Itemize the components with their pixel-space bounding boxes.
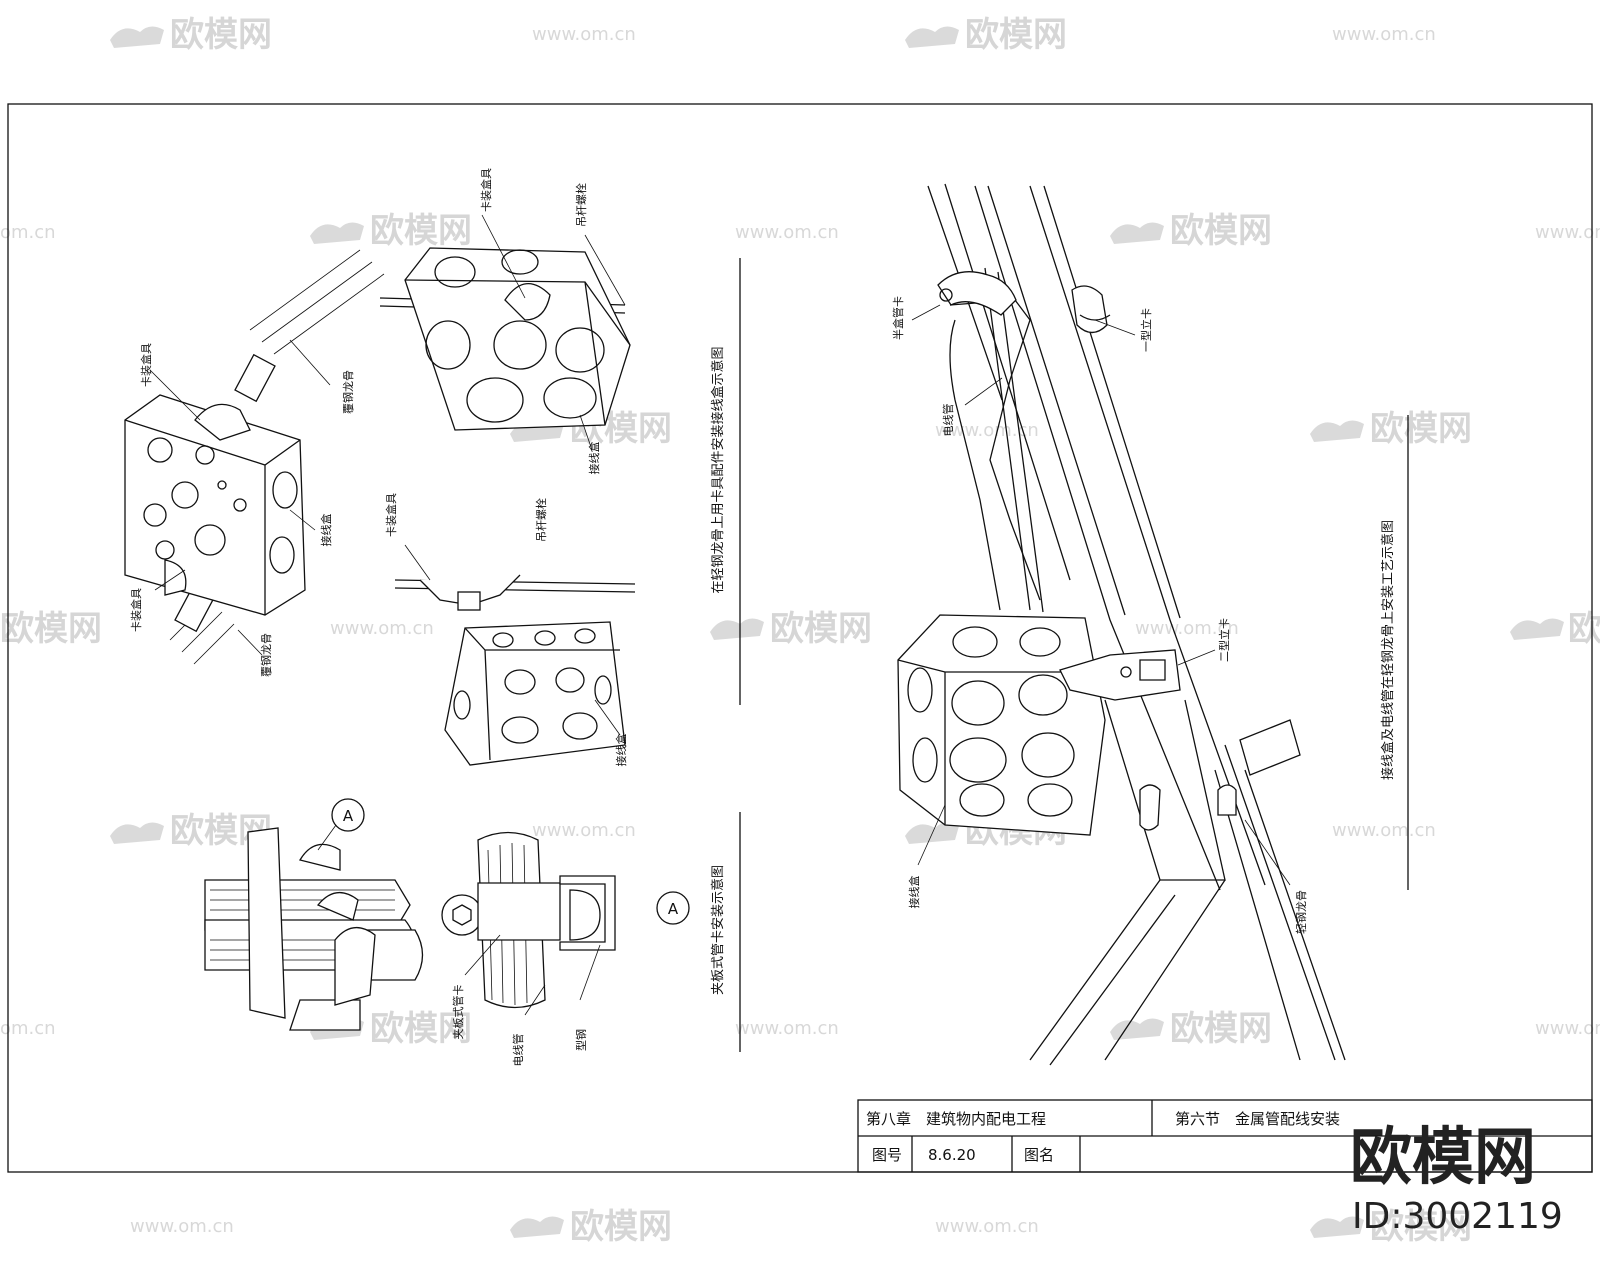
watermark-url: www.om.cn [1535, 222, 1600, 243]
label-rod: 吊杆螺栓 [574, 183, 588, 227]
watermark-tile: 欧模网 [110, 15, 272, 55]
watermark-brand: 欧模网 [570, 1207, 672, 1247]
watermark-url: www.om.cn [1535, 1018, 1600, 1039]
watermark-url: www.om.cn [735, 222, 839, 243]
watermark-tile: 欧模网 [905, 15, 1067, 55]
caption-clip: 夹板式管卡安装示意图 [710, 865, 726, 995]
callout-a-2: A [668, 900, 679, 918]
watermark-url: www.om.cn [130, 1216, 234, 1237]
callout-a: A [343, 807, 354, 825]
title-block: 第八章 建筑物内配电工程 第六节 金属管配线安装 图号 8.6.20 图名 [857, 1099, 1593, 1173]
watermark-tile: 欧模网 [510, 1207, 672, 1247]
label-light-keel: 轻钢龙骨 [1294, 890, 1308, 934]
watermark-url: www.om.cn [1135, 618, 1239, 639]
figure-box-with-rod [379, 234, 631, 431]
figure-clip-conduits [204, 798, 424, 1031]
watermark-tile: 欧模网 [310, 211, 472, 251]
label-clip: 夹板式管卡 [451, 985, 465, 1040]
caption-box-on-keel: 在轻钢龙骨上用卡具配件安装接线盒示意图 [710, 346, 726, 593]
title-section: 第六节 金属管配线安装 [1175, 1110, 1340, 1128]
watermark-layer: 欧模网 www.om.cn 欧模网 www.om.cn om.cn 欧模网 ww… [0, 15, 1600, 1247]
brand-id: ID:3002119 [1352, 1196, 1563, 1237]
watermark-url: www.om.cn [735, 1018, 839, 1039]
watermark-brand: 欧模网 [370, 1009, 472, 1049]
label-channel: 型钢 [574, 1029, 588, 1051]
label-junction-box-4: 接线盒 [907, 876, 921, 909]
label-rod-2: 吊杆螺栓 [534, 498, 548, 542]
label-conduit-2: 电线管 [941, 404, 955, 437]
brand-watermark: 欧模网 [1350, 1120, 1536, 1193]
drawing-name-label: 图名 [1024, 1146, 1054, 1164]
watermark-url: om.cn [0, 1018, 56, 1039]
label-clamp-fixture-2: 卡装盒具 [129, 588, 143, 632]
label-half-clip: 半盒管卡 [891, 296, 905, 340]
watermark-tile: 欧模网 [1310, 409, 1472, 449]
label-type1-clip: 一型立卡 [1139, 308, 1153, 352]
watermark-brand: 欧模网 [965, 15, 1067, 55]
figure-clip-detail-a [441, 831, 690, 1009]
label-junction-box-2: 接线盒 [587, 442, 601, 475]
label-keel-2: 覆钢龙骨 [260, 633, 273, 677]
watermark-tile: 欧模网 [710, 609, 872, 649]
label-clamp-fixture-3: 卡装盒具 [479, 168, 493, 212]
watermark-brand: 欧模网 [1568, 609, 1600, 649]
drawing-no: 8.6.20 [928, 1146, 976, 1164]
watermark-tile: 欧模网 [1110, 1009, 1272, 1049]
figure-box-hanging [394, 574, 636, 766]
label-clamp-fixture-4: 卡装盒具 [384, 493, 398, 537]
label-conduit: 电线管 [511, 1034, 525, 1067]
watermark-url: www.om.cn [532, 820, 636, 841]
watermark-brand: 欧模网 [1170, 1009, 1272, 1049]
watermark-url: www.om.cn [532, 24, 636, 45]
figure-keel-assembly [897, 183, 1346, 1066]
callout-a-circle [331, 798, 365, 832]
label-junction-box: 接线盒 [319, 514, 333, 547]
watermark-url: om.cn [0, 222, 56, 243]
watermark-brand: 欧模网 [770, 609, 872, 649]
drawing-no-label: 图号 [872, 1146, 902, 1164]
watermark-brand: 欧模网 [1370, 1207, 1472, 1247]
watermark-tile: 欧模网 [1510, 609, 1600, 649]
watermark-url: www.om.cn [1332, 820, 1436, 841]
watermark-url: www.om.cn [1332, 24, 1436, 45]
caption-keel-assembly: 接线盒及电线管在轻钢龙骨上安装工艺示意图 [1380, 520, 1396, 780]
watermark-tile: 欧模网 [1110, 211, 1272, 251]
figure-box-on-keel [124, 249, 385, 665]
label-clamp-fixture: 卡装盒具 [139, 343, 153, 387]
callout-a-circle-2 [656, 891, 690, 925]
leader-lines [149, 214, 1291, 1016]
label-keel: 覆钢龙骨 [342, 370, 355, 414]
watermark-url: www.om.cn [935, 1216, 1039, 1237]
watermark-url: www.om.cn [330, 618, 434, 639]
title-chapter: 第八章 建筑物内配电工程 [866, 1110, 1046, 1128]
watermark-brand: 欧模网 [1170, 211, 1272, 251]
watermark-brand: 欧模网 [170, 15, 272, 55]
drawing-frame [7, 103, 1593, 1173]
watermark-tile: 欧模网 [0, 609, 102, 649]
watermark-brand: 欧模网 [1370, 409, 1472, 449]
label-type2-clip: 二型立卡 [1217, 618, 1231, 662]
label-junction-box-3: 接线盒 [614, 734, 628, 767]
watermark-brand: 欧模网 [370, 211, 472, 251]
watermark-brand: 欧模网 [0, 609, 102, 649]
watermark-tile: 欧模网 [1310, 1207, 1472, 1247]
